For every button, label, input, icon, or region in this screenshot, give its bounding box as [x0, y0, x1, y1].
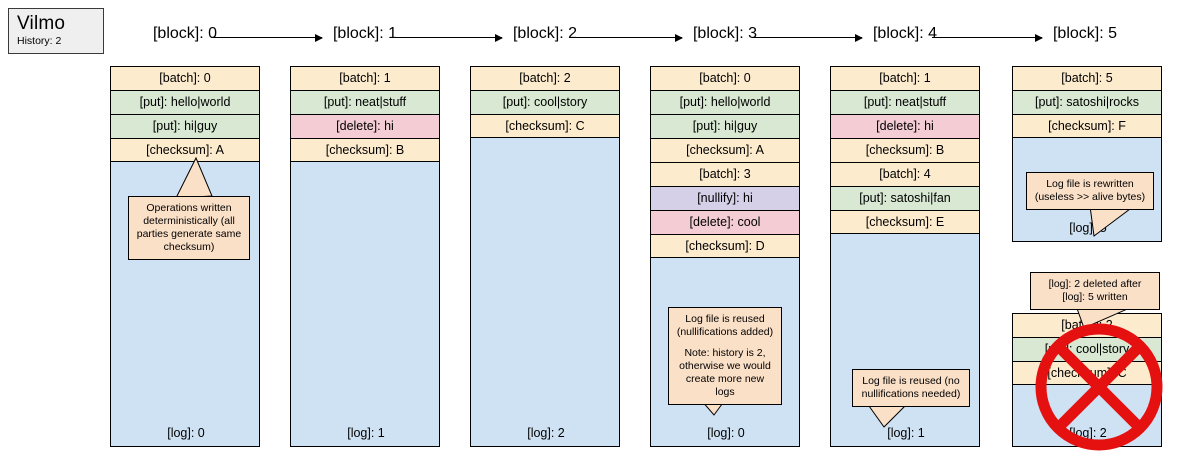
- block-column-1: [batch]: 1 [put]: neat|stuff [delete]: h…: [290, 66, 440, 447]
- table-row: [batch]: 1: [830, 66, 980, 90]
- table-row: [put]: hi|guy: [110, 114, 260, 138]
- page-title: Vilmo: [17, 13, 66, 34]
- table-row: [checksum]: B: [830, 138, 980, 162]
- chain-label-block-1: [block]: 1: [332, 25, 398, 42]
- log-body-2: [log]: 2: [470, 138, 620, 447]
- callout-line: Log file is reused: [685, 313, 765, 325]
- callout-line: (nullifications added): [676, 326, 774, 338]
- table-row: [batch]: 1: [290, 66, 440, 90]
- table-row: [batch]: 5: [1012, 66, 1162, 90]
- table-row: [put]: hi|guy: [650, 114, 800, 138]
- callout-line: Operations written: [146, 202, 232, 214]
- callout-line: [log]: 2 deleted after: [1048, 278, 1142, 290]
- table-row: [put]: cool|story: [1012, 337, 1162, 361]
- vilmo-title-box: Vilmo History: 2: [8, 8, 104, 54]
- arrow-shaft: [572, 37, 682, 38]
- table-row: [checksum]: A: [650, 138, 800, 162]
- table-row: [put]: neat|stuff: [290, 90, 440, 114]
- table-row: [batch]: 4: [830, 162, 980, 186]
- entry-list-5: [batch]: 5 [put]: satoshi|rocks [checksu…: [1012, 66, 1162, 138]
- chain-arrow-2-to-3: [572, 33, 683, 43]
- callout-line: checksum): [163, 241, 215, 253]
- callout-line: otherwise we would: [679, 360, 771, 372]
- table-row: [checksum]: C: [470, 114, 620, 138]
- arrow-head-icon: [495, 33, 503, 42]
- callout-line: create more new logs: [685, 373, 765, 398]
- table-row: [put]: satoshi|fan: [830, 186, 980, 210]
- callout-block-0: Operations written deterministically (al…: [128, 196, 250, 260]
- chain-arrow-3-to-4: [752, 33, 863, 43]
- chain-label-block-5: [block]: 5: [1052, 25, 1118, 42]
- log-tag-1: [log]: 1: [347, 426, 385, 440]
- deleted-log-body: [log]: 2: [1012, 385, 1162, 447]
- callout-tail-5: [1089, 205, 1136, 237]
- callout-line: nullifications needed): [861, 388, 961, 400]
- arrow-head-icon: [675, 33, 683, 42]
- callout-line: parties generate same: [136, 228, 242, 240]
- log-body-1: [log]: 1: [290, 162, 440, 447]
- entry-list-3: [batch]: 0 [put]: hello|world [put]: hi|…: [650, 66, 800, 258]
- log-body-4: [log]: 1: [830, 234, 980, 447]
- table-row: [put]: neat|stuff: [830, 90, 980, 114]
- callout-line: Log file is rewritten: [1046, 178, 1134, 190]
- block-column-3: [batch]: 0 [put]: hello|world [put]: hi|…: [650, 66, 800, 447]
- table-row: [checksum]: C: [1012, 361, 1162, 385]
- table-row: [put]: hello|world: [110, 90, 260, 114]
- table-row: [batch]: 3: [650, 162, 800, 186]
- arrow-head-icon: [855, 33, 863, 42]
- table-row: [put]: cool|story: [470, 90, 620, 114]
- chain-arrow-0-to-1: [212, 33, 323, 43]
- table-row: [checksum]: B: [290, 138, 440, 162]
- table-row: [delete]: hi: [290, 114, 440, 138]
- arrow-head-icon: [315, 33, 323, 42]
- chain-label-block-2: [block]: 2: [512, 25, 578, 42]
- table-row: [checksum]: D: [650, 234, 800, 258]
- chain-label-block-0: [block]: 0: [152, 25, 218, 42]
- entry-list-0: [batch]: 0 [put]: hello|world [put]: hi|…: [110, 66, 260, 162]
- table-row: [batch]: 0: [650, 66, 800, 90]
- entry-list-1: [batch]: 1 [put]: neat|stuff [delete]: h…: [290, 66, 440, 162]
- arrow-shaft: [752, 37, 862, 38]
- callout-spacer: [675, 339, 775, 347]
- arrow-shaft: [392, 37, 502, 38]
- log-tag-2: [log]: 2: [527, 426, 565, 440]
- table-row: [put]: hello|world: [650, 90, 800, 114]
- history-subtitle: History: 2: [17, 35, 62, 47]
- arrow-shaft: [932, 37, 1042, 38]
- table-row: [batch]: 0: [110, 66, 260, 90]
- table-row: [checksum]: A: [110, 138, 260, 162]
- block-column-2: [batch]: 2 [put]: cool|story [checksum]:…: [470, 66, 620, 447]
- log-tag-0: [log]: 0: [167, 426, 205, 440]
- deleted-log-tag: [log]: 2: [1069, 426, 1107, 440]
- callout-line: Log file is reused (no: [862, 375, 960, 387]
- chain-arrow-4-to-5: [932, 33, 1043, 43]
- log-tag-4: [log]: 1: [887, 426, 925, 440]
- entry-list-4: [batch]: 1 [put]: neat|stuff [delete]: h…: [830, 66, 980, 234]
- chain-label-block-4: [block]: 4: [872, 25, 938, 42]
- table-row: [put]: satoshi|rocks: [1012, 90, 1162, 114]
- chain-arrow-1-to-2: [392, 33, 503, 43]
- entry-list-2: [batch]: 2 [put]: cool|story [checksum]:…: [470, 66, 620, 138]
- table-row: [batch]: 2: [470, 66, 620, 90]
- block-column-4: [batch]: 1 [put]: neat|stuff [delete]: h…: [830, 66, 980, 447]
- table-row: [checksum]: F: [1012, 114, 1162, 138]
- table-row: [nullify]: hi: [650, 186, 800, 210]
- callout-block-3: Log file is reused (nullifications added…: [668, 307, 782, 405]
- callout-block-5: Log file is rewritten (useless >> alive …: [1026, 172, 1154, 210]
- log-tag-3: [log]: 0: [707, 426, 745, 440]
- callout-line: Note: history is 2,: [684, 347, 766, 359]
- arrow-shaft: [212, 37, 322, 38]
- callout-line: [log]: 5 written: [1062, 291, 1128, 303]
- table-row: [delete]: hi: [830, 114, 980, 138]
- callout-deleted-block: [log]: 2 deleted after [log]: 5 written: [1030, 272, 1160, 310]
- arrow-head-icon: [1035, 33, 1043, 42]
- callout-line: deterministically (all: [143, 215, 235, 227]
- table-row: [delete]: cool: [650, 210, 800, 234]
- chain-label-block-3: [block]: 3: [692, 25, 758, 42]
- table-row: [checksum]: E: [830, 210, 980, 234]
- callout-line: (useless >> alive bytes): [1034, 191, 1146, 203]
- callout-block-4: Log file is reused (no nullifications ne…: [852, 369, 970, 407]
